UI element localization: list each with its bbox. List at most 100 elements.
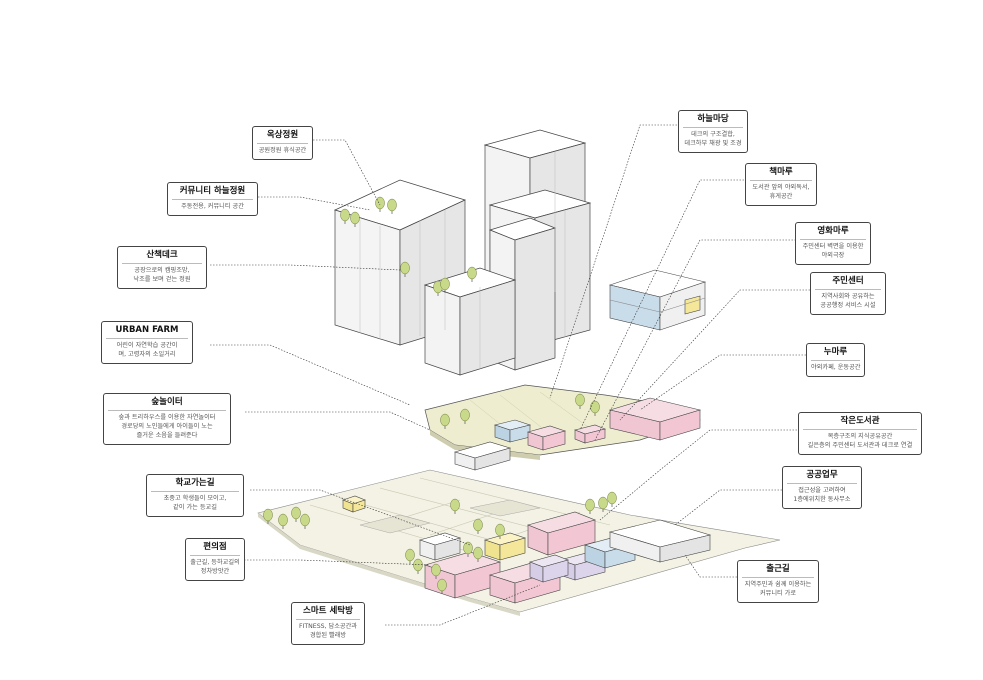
tree-canopy (460, 408, 470, 422)
label-desc-line: 지역사회와 공유하는 (821, 293, 875, 300)
label-desc-line: 경로당의 노인들에게 아이들이 노는 (121, 423, 213, 430)
label-desc-line: 주민센터 벽면을 이용한 (802, 243, 864, 250)
tree-canopy (467, 266, 477, 280)
label-desc: 데크의 구조결합, 데크하부 채광 및 조경 (683, 130, 743, 148)
tree-canopy (263, 508, 273, 522)
label-desc-line: 길은층의 주민센터 도서관과 데크로 연결 (807, 442, 913, 449)
label-desc: 지역사회와 공유하는 공공행정 서비스 시설 (815, 292, 881, 310)
label-rooftop-garden: 옥상정원 공원정원 휴식공간 (252, 126, 313, 160)
label-desc-line: 공장으로의 캠핑조망, (134, 267, 190, 274)
label-title: 학교가는길 (151, 478, 239, 492)
label-small-library: 작은도서관 복층구조의 지식공유공간 길은층의 주민센터 도서관과 데크로 연결 (798, 412, 922, 455)
label-desc: 숲과 트리하우스를 이용한 자연놀이터 경로당의 노인들에게 아이들이 노는 즐… (108, 413, 226, 440)
label-title: 공공업무 (787, 470, 857, 484)
tree-canopy (585, 498, 595, 512)
tree-canopy (350, 211, 360, 225)
label-commute-road: 출근길 지역주민과 쉼께 이용하는 커뮤니티 가로 (737, 560, 819, 603)
label-desc-line: 야외카페, 운동공간 (811, 364, 861, 371)
label-public-office: 공공업무 접근성을 고려하여 1층에위치한 동사무소 (782, 466, 862, 509)
label-title: 주민센터 (815, 276, 881, 290)
label-desc: 도서관 앞의 야외독서, 휴게공간 (750, 183, 812, 201)
label-title: URBAN FARM (106, 325, 188, 339)
label-forest-playground: 숲놀이터 숲과 트리하우스를 이용한 자연놀이터 경로당의 노인들에게 아이들이… (103, 393, 231, 445)
label-desc-line: 주동전용, 커뮤니티 공간 (181, 203, 244, 210)
tree-canopy (473, 546, 483, 560)
tree-canopy (590, 400, 600, 414)
label-desc-line: 즐거운 소음을 들려준다 (136, 432, 198, 439)
label-title: 책마루 (750, 167, 812, 181)
label-book-floor: 책마루 도서관 앞의 야외독서, 휴게공간 (745, 163, 817, 206)
ground-buildings (342, 495, 712, 604)
label-title: 편의점 (190, 542, 240, 556)
tree-canopy (437, 578, 447, 592)
label-desc: 복층구조의 지식공유공간 길은층의 주민센터 도서관과 데크로 연결 (803, 432, 917, 450)
label-school-road: 학교가는길 초중고 학생들이 모이고, 같이 가는 등교길 (146, 474, 244, 517)
label-desc-line: 정차방앗간 (200, 568, 230, 575)
label-title: 산책데크 (122, 250, 202, 264)
label-title: 숲놀이터 (108, 397, 226, 411)
label-desc-line: FITNESS, 담소공간과 (299, 623, 357, 630)
tree-canopy (598, 496, 608, 510)
label-desc-line: 커뮤니티 가로 (759, 590, 797, 597)
tree-canopy (375, 196, 385, 210)
label-nu-floor: 누마루 야외카페, 운동공간 (806, 343, 865, 377)
label-desc: 주민센터 벽면을 이용한 야외극장 (800, 242, 866, 260)
label-title: 영화마루 (800, 226, 866, 240)
label-desc: 야외카페, 운동공간 (811, 363, 860, 372)
tree-canopy (463, 541, 473, 555)
tree-canopy (278, 513, 288, 527)
label-smart-laundry: 스마트 세탁방 FITNESS, 담소공간과 경합된 빨래방 (291, 602, 365, 645)
label-title: 출근길 (742, 564, 814, 578)
tree-canopy (450, 498, 460, 512)
label-desc-line: 데크의 구조결합, (691, 131, 735, 138)
label-desc: 초중고 학생들이 모이고, 같이 가는 등교길 (151, 494, 239, 512)
tree-canopy (440, 277, 450, 291)
label-title: 커뮤니티 하늘정원 (172, 186, 253, 200)
label-desc-line: 접근성을 고려하여 (798, 487, 846, 494)
label-desc-line: 지역주민과 쉼께 이용하는 (744, 581, 812, 588)
tree-canopy (413, 558, 423, 572)
label-desc: 지역주민과 쉼께 이용하는 커뮤니티 가로 (742, 580, 814, 598)
tree-canopy (400, 261, 410, 275)
label-desc-line: 경합된 빨래방 (309, 632, 347, 639)
tree-canopy (495, 523, 505, 537)
label-title: 하늘마당 (683, 114, 743, 128)
tree-canopy (405, 548, 415, 562)
label-sky-yard: 하늘마당 데크의 구조결합, 데크하부 채광 및 조경 (678, 110, 748, 153)
label-desc-line: 데크하부 채광 및 조경 (684, 140, 742, 147)
tree-canopy (575, 393, 585, 407)
tree-canopy (291, 506, 301, 520)
tree-canopy (473, 518, 483, 532)
label-desc-line: 숲과 트리하우스를 이용한 자연놀이터 (118, 414, 216, 421)
label-desc: FITNESS, 담소공간과 경합된 빨래방 (296, 622, 360, 640)
tree-canopy (300, 513, 310, 527)
label-desc-line: 같이 가는 등교길 (173, 504, 217, 511)
label-desc: 공원정원 휴식공간 (257, 146, 308, 155)
label-convenience-store: 편의점 출근길, 등하교길의 정차방앗간 (185, 538, 245, 581)
label-urban-farm: URBAN FARM 어린이 자연학습 공간이 며, 고령자의 소일거리 (101, 321, 193, 364)
label-desc-line: 도서관 앞의 야외독서, (752, 184, 810, 191)
label-desc: 출근길, 등하교길의 정차방앗간 (190, 558, 240, 576)
tree-canopy (431, 563, 441, 577)
label-title: 누마루 (811, 347, 860, 361)
label-desc-line: 1층에위치한 동사무소 (793, 496, 851, 503)
community-center-building (608, 269, 707, 331)
label-community-sky-garden: 커뮤니티 하늘정원 주동전용, 커뮤니티 공간 (167, 182, 258, 216)
label-desc-line: 공공행정 서비스 시설 (820, 302, 876, 309)
label-community-center: 주민센터 지역사회와 공유하는 공공행정 서비스 시설 (810, 272, 886, 315)
label-title: 작은도서관 (803, 416, 917, 430)
label-desc-line: 초중고 학생들이 모이고, (163, 495, 227, 502)
label-desc-line: 휴게공간 (769, 193, 793, 200)
tree-canopy (607, 491, 617, 505)
label-title: 스마트 세탁방 (296, 606, 360, 620)
label-desc-line: 어린이 자연학습 공간이 (116, 342, 178, 349)
deck-level (424, 384, 702, 471)
apartment-towers (334, 129, 592, 376)
label-desc-line: 출근길, 등하교길의 (190, 559, 240, 566)
label-desc: 접근성을 고려하여 1층에위치한 동사무소 (787, 486, 857, 504)
label-title: 옥상정원 (257, 130, 308, 144)
label-desc-line: 복층구조의 지식공유공간 (827, 433, 893, 440)
label-desc: 어린이 자연학습 공간이 며, 고령자의 소일거리 (106, 341, 188, 359)
